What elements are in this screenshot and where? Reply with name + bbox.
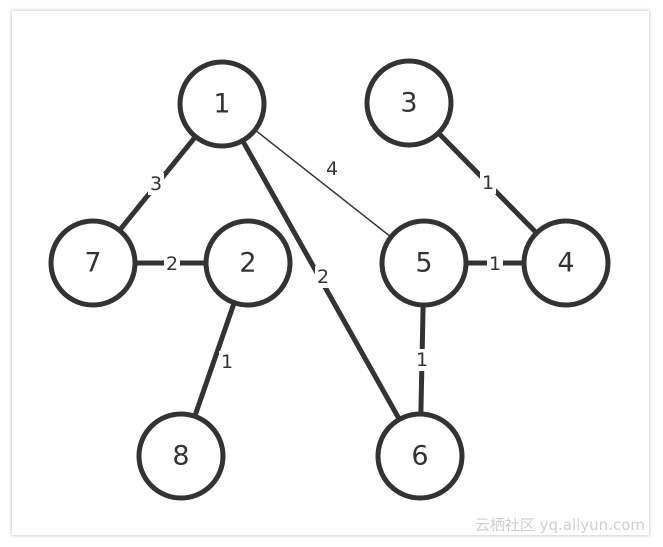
edge-weight-background <box>324 158 340 180</box>
edge-weight-7-2: 2 <box>166 253 178 275</box>
node-circle <box>177 59 267 149</box>
node-circle <box>375 411 465 501</box>
edge-weight-background <box>315 266 331 288</box>
edge-weight-background <box>480 172 496 194</box>
node-circle <box>521 218 611 308</box>
node-circle <box>379 218 469 308</box>
node-circle <box>203 218 293 308</box>
edge-weight-5-4: 1 <box>489 253 501 275</box>
node-5: 5 <box>379 218 469 308</box>
node-label: 4 <box>557 248 574 279</box>
edge-weight-background <box>219 351 235 373</box>
node-6: 6 <box>375 411 465 501</box>
node-label: 6 <box>411 441 428 472</box>
edge-weight-background <box>414 349 430 371</box>
node-3: 3 <box>364 58 454 148</box>
node-label: 2 <box>239 248 256 279</box>
edge-weight-5-6: 1 <box>416 349 428 371</box>
edge-weight-2-8: 1 <box>221 351 233 373</box>
node-label: 1 <box>213 89 230 120</box>
edge-weight-3-4: 1 <box>482 172 494 194</box>
node-label: 8 <box>172 441 189 472</box>
node-circle <box>136 411 226 501</box>
node-2: 2 <box>203 218 293 308</box>
node-label: 7 <box>84 248 101 279</box>
nodes-layer: 1 3 7 2 5 4 8 6 <box>48 58 611 501</box>
edge-weight-background <box>148 173 164 195</box>
edge-weight-1-6: 2 <box>317 266 329 288</box>
edge-weight-1-7: 3 <box>150 173 162 195</box>
node-1: 1 <box>177 59 267 149</box>
node-label: 3 <box>400 88 417 119</box>
watermark-text: 云栖社区 yq.aliyun.com <box>475 516 645 534</box>
node-label: 5 <box>415 248 432 279</box>
edge-weight-1-5: 4 <box>326 158 338 180</box>
edge-weight-background <box>164 253 180 275</box>
node-circle <box>48 218 138 308</box>
edges-layer: 3 4 2 1 2 1 1 1 <box>91 101 568 458</box>
node-8: 8 <box>136 411 226 501</box>
node-7: 7 <box>48 218 138 308</box>
node-4: 4 <box>521 218 611 308</box>
node-circle <box>364 58 454 148</box>
edge-weight-background <box>487 253 503 275</box>
